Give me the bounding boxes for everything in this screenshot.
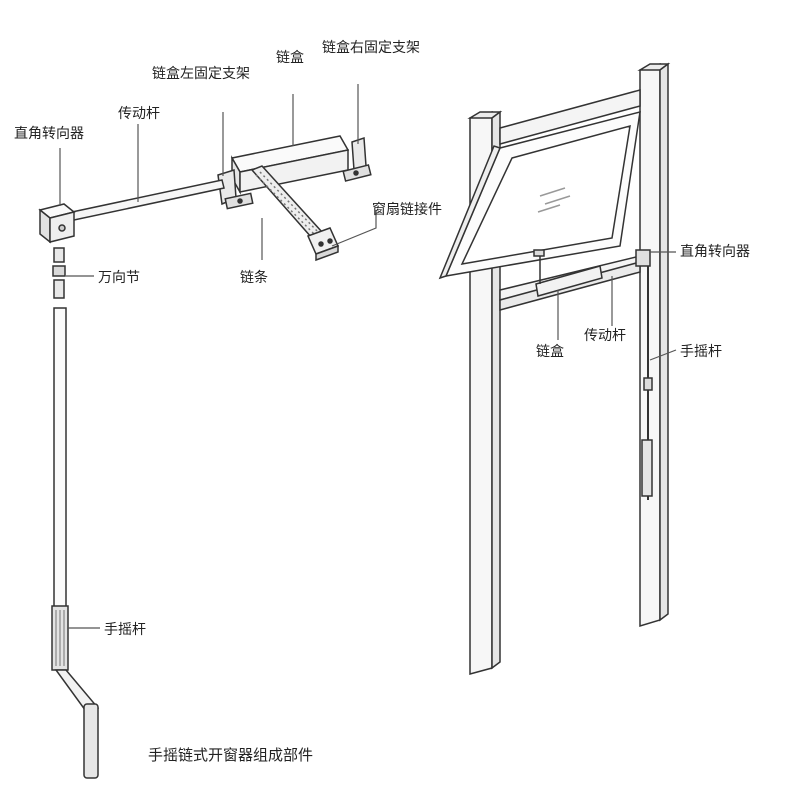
chain-box-left-bracket-part	[217, 169, 254, 210]
window-frame-right-post	[637, 62, 671, 628]
label-drive-rod: 传动杆	[118, 106, 160, 122]
right-angle-gear-installed	[635, 249, 651, 267]
chain-box-right-bracket-part	[342, 136, 372, 182]
label-universal-joint: 万向节	[98, 270, 140, 286]
left-exploded-view	[38, 135, 372, 779]
label-hand-crank: 手摇杆	[104, 622, 146, 638]
label-right-angle-gear: 直角转向器	[14, 125, 84, 142]
chain-box-part	[230, 135, 350, 195]
caption: 手摇链式开窗器组成部件	[148, 746, 313, 764]
right-angle-gear-part	[38, 203, 76, 244]
label-chain-box-left-bracket: 链盒左固定支架	[152, 65, 250, 82]
label-sash-connector: 窗扇链接件	[372, 201, 442, 218]
window-sash-edge	[438, 145, 502, 280]
label-hand-crank-installed: 手摇杆	[680, 344, 722, 360]
window-frame-top-beam	[499, 89, 641, 145]
label-chain-box: 链盒	[276, 49, 304, 66]
hand-crank-installed	[641, 266, 653, 500]
universal-joint-part	[52, 247, 66, 299]
chain-box-installed	[535, 265, 603, 297]
drive-rod-part	[71, 179, 225, 221]
label-chain-box-right-bracket: 链盒右固定支架	[322, 39, 420, 56]
sash-connector-part	[306, 227, 340, 262]
right-installed-view	[438, 62, 671, 675]
right-leader-lines	[557, 251, 677, 361]
window-sash	[444, 110, 641, 277]
label-drive-rod-installed: 传动杆	[584, 328, 626, 344]
label-chain: 链条	[240, 269, 268, 286]
sash-connector-installed	[533, 249, 545, 257]
label-chain-box-installed: 链盒	[536, 343, 564, 360]
left-leader-lines	[59, 84, 377, 629]
crank-rod-part	[51, 307, 100, 779]
label-right-angle-gear-installed: 直角转向器	[680, 243, 750, 260]
